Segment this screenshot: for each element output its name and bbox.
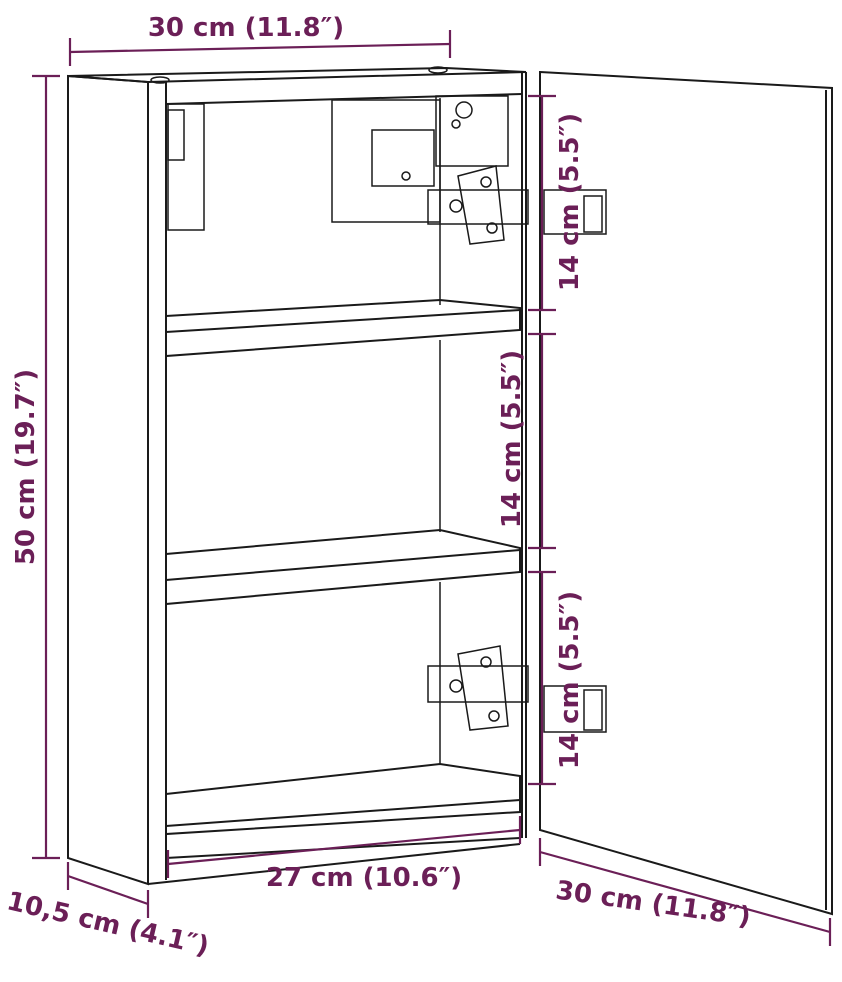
dimension-labels: 30 cm (11.8″) 50 cm (19.7″) 10,5 cm (4.1…	[4, 13, 752, 962]
lower-hinge	[427, 645, 607, 733]
depth-label: 10,5 cm (4.1″)	[4, 886, 212, 962]
shelf-spacing-label-3: 14 cm (5.5″)	[555, 591, 585, 769]
dimension-lines	[32, 30, 832, 946]
shelf-spacing-label-1: 14 cm (5.5″)	[555, 113, 585, 291]
height-label: 50 cm (19.7″)	[11, 369, 41, 565]
upper-hinge	[427, 165, 607, 245]
top-width-label: 30 cm (11.8″)	[148, 13, 344, 43]
shelf-spacing-label-2: 14 cm (5.5″)	[497, 350, 527, 528]
inner-width-label: 27 cm (10.6″)	[266, 863, 462, 893]
cabinet-door	[539, 70, 833, 916]
wall-hanger-bracket	[371, 95, 509, 187]
